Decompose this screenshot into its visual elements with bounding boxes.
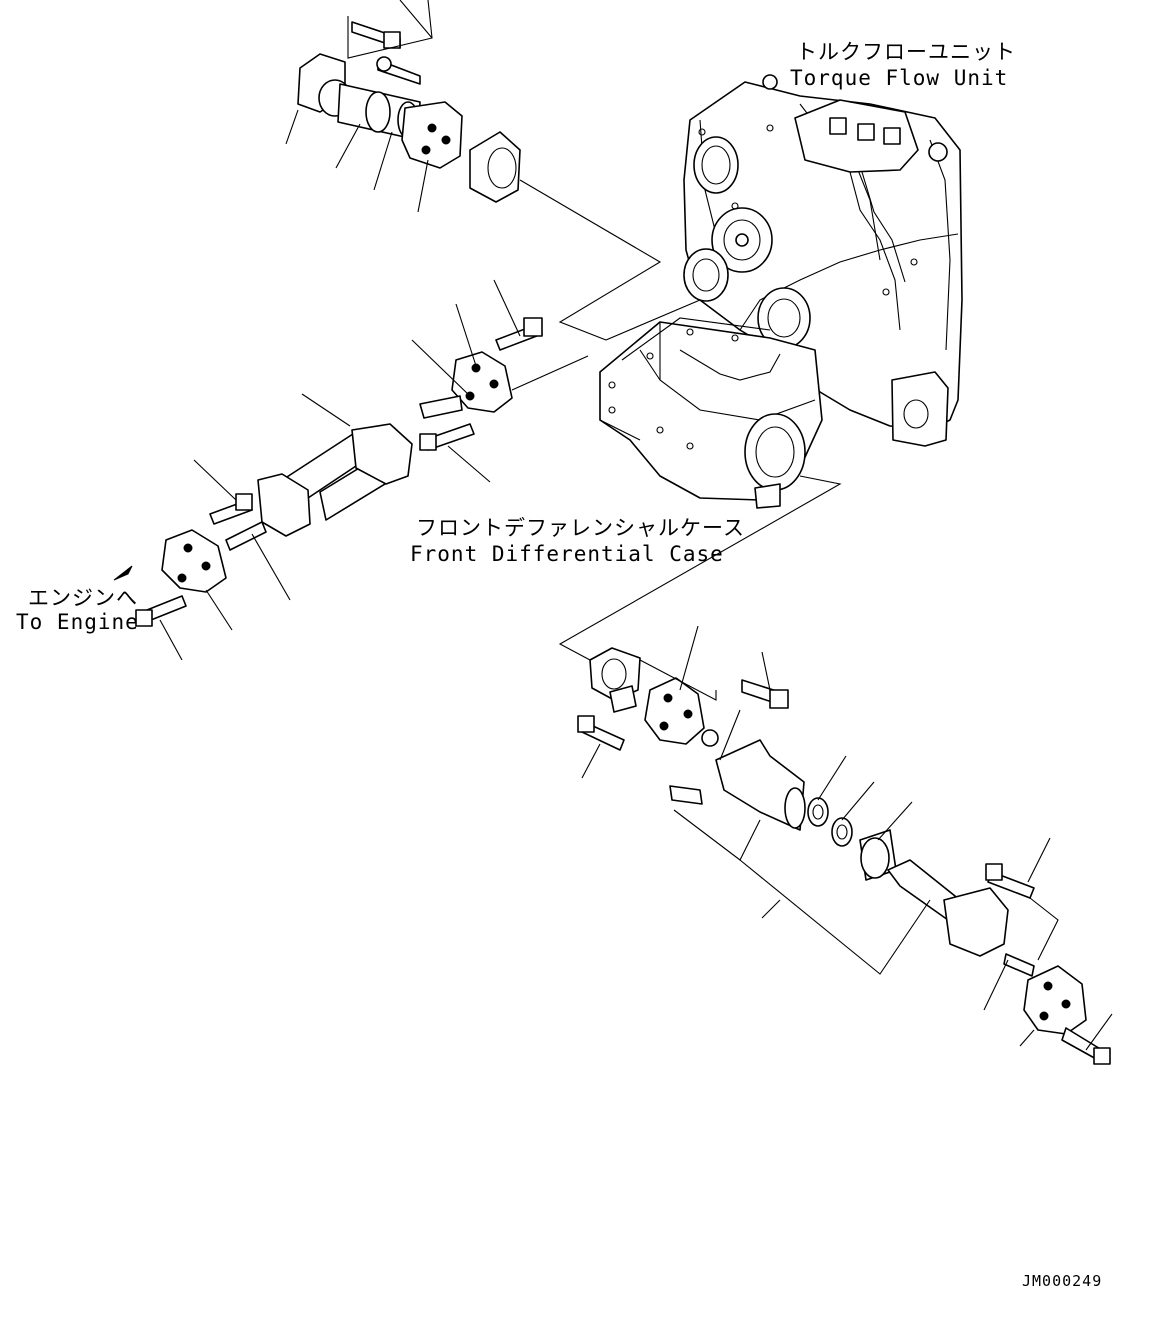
- upper-drive-shaft-assembly: [297, 21, 521, 203]
- torque-flow-unit-housing: [683, 74, 963, 447]
- to-engine-label-jp: エンジンへ: [28, 586, 138, 610]
- middle-propeller-shaft: [113, 317, 543, 627]
- lower-drive-shaft-assembly: [577, 647, 1111, 1065]
- leader-lines: [159, 0, 1113, 1051]
- torque-flow-unit-label-jp: トルクフローユニット: [796, 40, 1016, 64]
- front-differential-case-label-jp: フロントデファレンシャルケース: [416, 516, 745, 540]
- drawing-id: JM000249: [1022, 1272, 1103, 1290]
- front-differential-case: [599, 317, 823, 509]
- to-engine-label-en: To Engine: [16, 610, 139, 634]
- torque-flow-unit-label-en: Torque Flow Unit: [790, 66, 1009, 90]
- front-differential-case-label-en: Front Differential Case: [410, 542, 724, 566]
